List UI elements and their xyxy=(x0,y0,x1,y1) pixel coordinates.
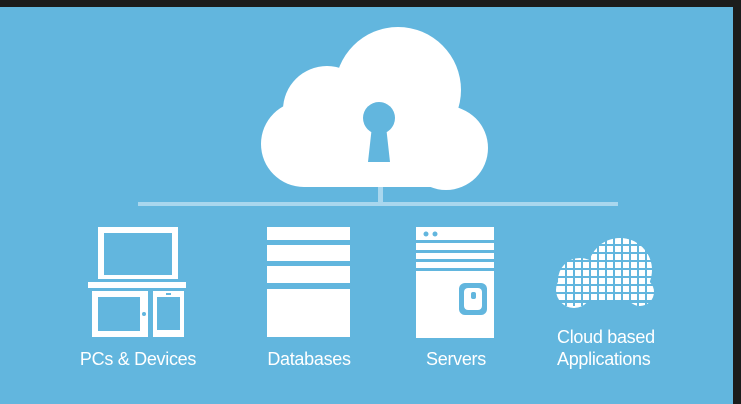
cloud-lock-icon xyxy=(261,27,488,190)
grid-lines xyxy=(553,230,658,306)
connector-stem xyxy=(378,186,383,204)
connector-lines xyxy=(138,186,618,206)
cloud-grid-icon xyxy=(553,230,658,308)
top-frame xyxy=(0,0,741,7)
keyhole-icon xyxy=(363,102,395,162)
label-servers: Servers xyxy=(426,349,486,369)
label-applications: Applications xyxy=(557,349,651,369)
phone-icon xyxy=(153,291,184,337)
server-icon xyxy=(416,227,494,338)
database-icon xyxy=(267,227,350,337)
tablet-icon xyxy=(92,291,148,337)
label-pcs-devices: PCs & Devices xyxy=(79,349,197,369)
laptop-icon xyxy=(88,227,186,288)
label-cloud-based: Cloud based xyxy=(557,327,655,347)
label-databases: Databases xyxy=(267,349,351,369)
pc-devices-icon xyxy=(88,227,186,337)
right-frame xyxy=(733,0,741,404)
